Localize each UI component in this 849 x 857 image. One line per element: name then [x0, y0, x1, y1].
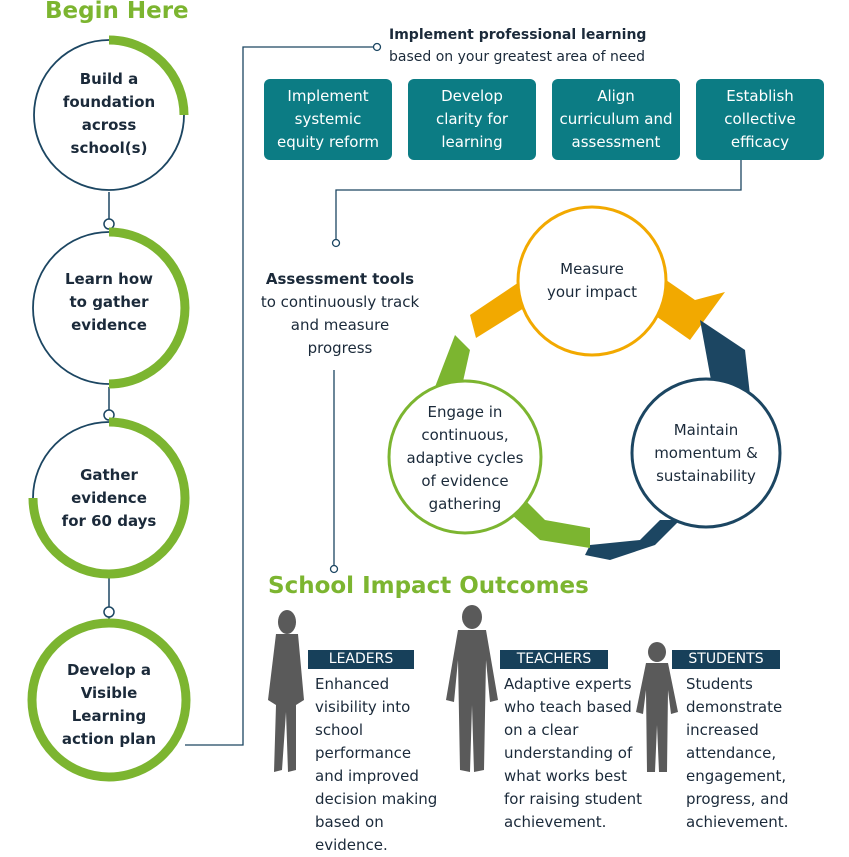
role-students: STUDENTS	[672, 650, 780, 669]
step-progress-2	[108, 227, 190, 389]
cycle-circle-measure	[516, 205, 668, 357]
cycle-circle-maintain	[630, 377, 782, 529]
cycle-circle-engage	[387, 379, 543, 535]
role-teachers: TEACHERS	[500, 650, 608, 669]
cycle-arrow-navy-tail	[585, 520, 680, 560]
step-circle-1	[33, 35, 189, 191]
professional-learning-title: Implement professional learning	[389, 27, 647, 43]
teacher-silhouette-icon	[446, 605, 498, 772]
role-leaders: LEADERS	[308, 650, 414, 669]
begin-title: Begin Here	[45, 0, 189, 24]
step-connectors	[103, 192, 115, 620]
step-circle-3	[28, 417, 190, 579]
step-progress-1	[108, 35, 189, 116]
assessment-tools: Assessment tools to continuously track a…	[260, 270, 420, 357]
areas-connector	[329, 160, 742, 574]
step-circle-4	[27, 618, 191, 782]
leader-silhouette-icon	[268, 610, 304, 772]
step-circle-2	[32, 227, 190, 389]
professional-learning-subtitle: based on your greatest area of need	[389, 49, 645, 65]
step-progress-3	[28, 417, 190, 579]
cycle-arrow-green	[512, 495, 590, 548]
outcomes-title: School Impact Outcomes	[268, 573, 589, 599]
plan-connector	[185, 42, 382, 746]
student-silhouette-icon	[636, 642, 678, 772]
